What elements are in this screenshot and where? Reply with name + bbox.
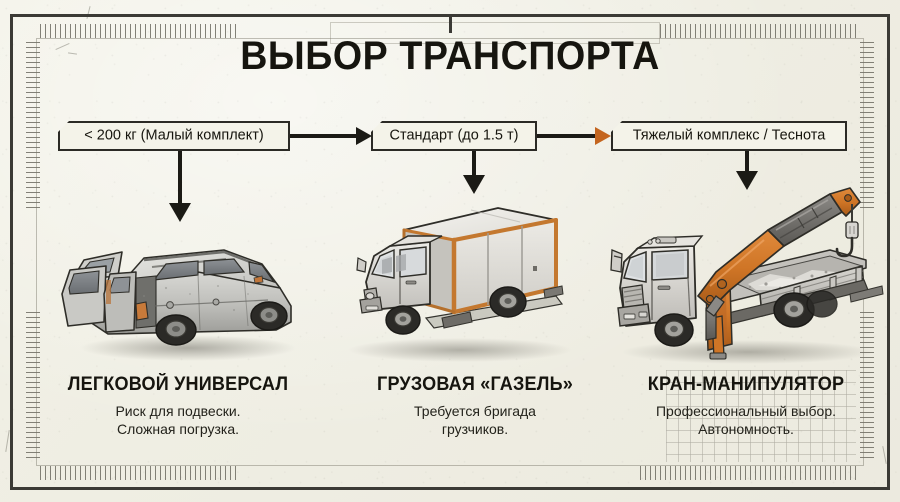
station-wagon-illustration bbox=[61, 249, 296, 361]
arrow-right-icon-step1-step2 bbox=[356, 127, 372, 145]
caption-note-van: Требуется бригада грузчиков. bbox=[330, 402, 620, 439]
connector-line-step1-step2 bbox=[290, 134, 358, 138]
flow-step-3-label: Тяжелый комплекс / Теснота bbox=[632, 127, 826, 144]
arrow-right-icon-step2-step3 bbox=[595, 127, 611, 145]
flow-step-2-box[interactable]: Стандарт (до 1.5 т) bbox=[371, 121, 537, 151]
caption-column-van: ГРУЗОВАЯ «ГАЗЕЛЬ» Требуется бригада груз… bbox=[330, 374, 620, 439]
caption-column-crane: КРАН-МАНИПУЛЯТОР Профессиональный выбор.… bbox=[600, 374, 892, 439]
ruler-ticks-bottom-left bbox=[40, 466, 240, 480]
caption-title-crane: КРАН-МАНИПУЛЯТОР bbox=[647, 374, 845, 395]
caption-note-car-line2: Сложная погрузка. bbox=[116, 421, 240, 438]
pencil-smudge bbox=[882, 446, 887, 464]
flow-step-3-box[interactable]: Тяжелый комплекс / Теснота bbox=[611, 121, 847, 151]
caption-note-crane-line1: Профессиональный выбор. bbox=[655, 403, 836, 419]
caption-note-car: Риск для подвески. Сложная погрузка. bbox=[28, 402, 328, 439]
caption-title-car: ЛЕГКОВОЙ УНИВЕРСАЛ bbox=[67, 374, 289, 395]
page-title: ВЫБОР ТРАНСПОРТА bbox=[240, 34, 660, 78]
caption-note-van-line1: Требуется бригада bbox=[414, 403, 536, 419]
caption-note-van-line2: грузчиков. bbox=[441, 421, 509, 438]
arrow-down-icon-step2 bbox=[463, 175, 485, 194]
caption-title-van: ГРУЗОВАЯ «ГАЗЕЛЬ» bbox=[377, 374, 573, 395]
connector-line-step2-step3 bbox=[537, 134, 597, 138]
crane-manipulator-truck-illustration bbox=[610, 187, 884, 364]
arrow-down-icon-step3 bbox=[736, 171, 758, 190]
arrow-down-icon-step1 bbox=[169, 203, 191, 222]
top-center-registration-tick bbox=[449, 17, 452, 33]
pencil-smudge bbox=[86, 6, 91, 19]
flow-step-2-label: Стандарт (до 1.5 т) bbox=[389, 127, 519, 144]
caption-note-crane-line2: Автономность. bbox=[698, 421, 794, 438]
box-truck-illustration bbox=[348, 207, 572, 362]
flow-step-1-label: < 200 кг (Малый комплект) bbox=[84, 127, 264, 144]
pencil-smudge bbox=[5, 430, 10, 452]
connector-line-step1-vehicle bbox=[178, 151, 182, 205]
connector-line-step3-vehicle bbox=[745, 151, 749, 173]
connector-line-step2-vehicle bbox=[472, 151, 476, 177]
ruler-ticks-bottom-right bbox=[640, 466, 860, 480]
caption-column-car: ЛЕГКОВОЙ УНИВЕРСАЛ Риск для подвески. Сл… bbox=[28, 374, 328, 439]
flow-step-1-box[interactable]: < 200 кг (Малый комплект) bbox=[58, 121, 290, 151]
caption-note-car-line1: Риск для подвески. bbox=[115, 403, 241, 419]
caption-note-crane: Профессиональный выбор. Автономность. bbox=[600, 402, 892, 439]
